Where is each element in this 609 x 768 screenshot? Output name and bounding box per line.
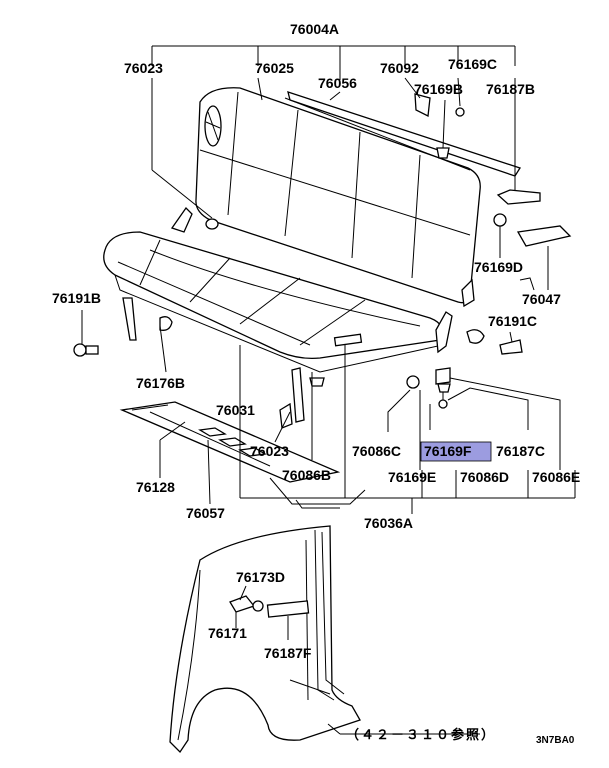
label-76092: 76092 bbox=[380, 60, 419, 76]
label-76086C: 76086C bbox=[352, 443, 401, 459]
label-76086B: 76086B bbox=[282, 467, 331, 483]
seat-back bbox=[195, 87, 521, 304]
label-76173D: 76173D bbox=[236, 569, 285, 585]
label-76128: 76128 bbox=[136, 479, 175, 495]
label-76187B: 76187B bbox=[486, 81, 535, 97]
floor-frame bbox=[119, 401, 366, 509]
label-76187F: 76187F bbox=[264, 645, 312, 661]
label-76025: 76025 bbox=[255, 60, 294, 76]
label-76023-top: 76023 bbox=[124, 60, 163, 76]
label-76169F: 76169F bbox=[424, 443, 472, 459]
label-76023-mid: 76023 bbox=[250, 443, 289, 459]
label-76187C: 76187C bbox=[496, 443, 545, 459]
hardware-left bbox=[73, 218, 325, 429]
reference-note: （４２－３１０参照） bbox=[346, 727, 496, 742]
quarter-panel bbox=[169, 525, 361, 754]
label-76004A: 76004A bbox=[290, 21, 339, 37]
label-76191B: 76191B bbox=[52, 290, 101, 306]
leader-lines bbox=[81, 77, 576, 735]
label-76171: 76171 bbox=[208, 625, 247, 641]
label-76057: 76057 bbox=[186, 505, 225, 521]
drawing-code: 3N7BA0 bbox=[536, 735, 575, 746]
label-76047: 76047 bbox=[522, 291, 561, 307]
seat-handle bbox=[333, 333, 363, 347]
part-labels: 76004A 76023 76025 76056 76092 76169C 76… bbox=[52, 21, 580, 746]
label-76086E: 76086E bbox=[532, 469, 580, 485]
label-76036A: 76036A bbox=[364, 515, 413, 531]
hardware-right bbox=[406, 93, 572, 409]
label-76086D: 76086D bbox=[460, 469, 509, 485]
label-76169C: 76169C bbox=[448, 56, 497, 72]
label-76169B: 76169B bbox=[414, 81, 463, 97]
highlight-76169F bbox=[420, 441, 492, 462]
hinge-brackets bbox=[122, 206, 475, 423]
seat-cushion bbox=[103, 231, 444, 373]
label-76031: 76031 bbox=[216, 402, 255, 418]
label-76169E: 76169E bbox=[388, 469, 436, 485]
label-76169D: 76169D bbox=[474, 259, 523, 275]
label-76056: 76056 bbox=[318, 75, 357, 91]
bracket-76004A bbox=[151, 45, 516, 80]
label-76191C: 76191C bbox=[488, 313, 537, 329]
label-76176B: 76176B bbox=[136, 375, 185, 391]
